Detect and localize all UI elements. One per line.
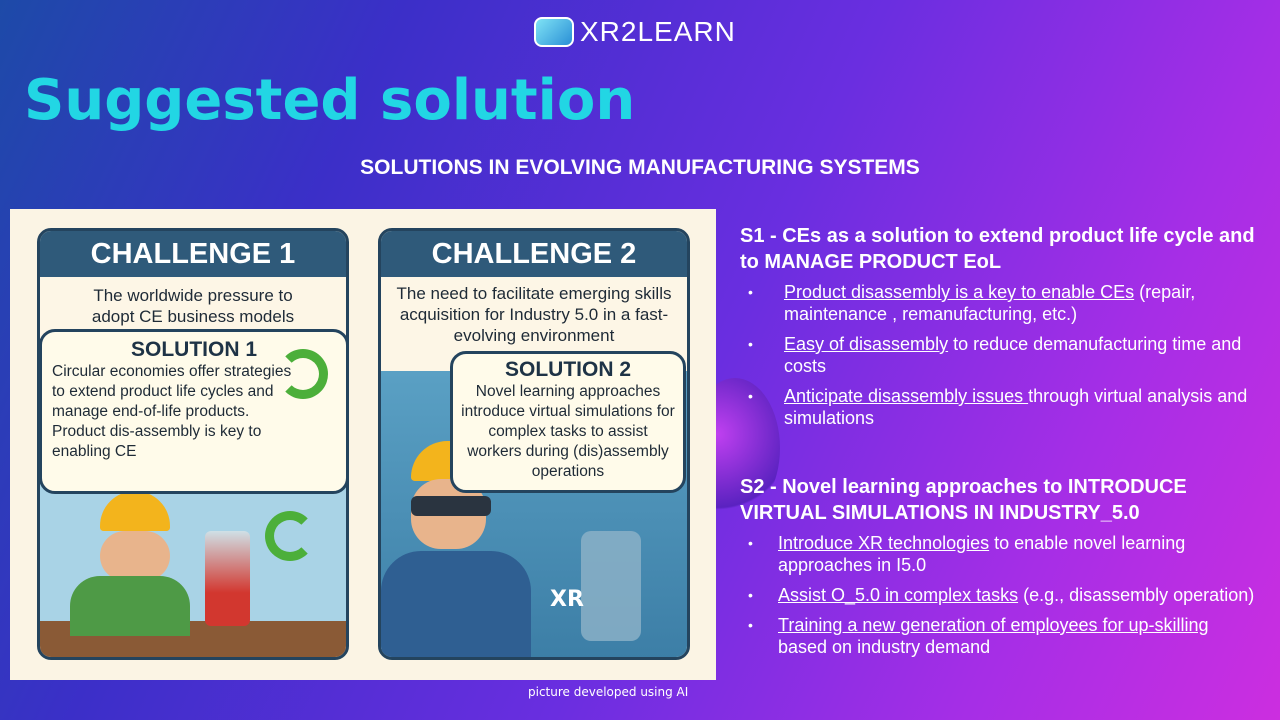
recycle-arrow-icon	[278, 349, 328, 399]
xr2learn-logo: XR2LEARN	[534, 16, 736, 48]
s1-bullet-text: through virtual analysis and simulations	[784, 386, 1248, 428]
s1-bullet-underlined: Anticipate disassembly issues	[784, 386, 1029, 406]
s1-bullet-text: (repair, maintenance , remanufacturing, …	[784, 282, 1196, 324]
s2-bullet: Training a new generation of employees f…	[740, 614, 1260, 658]
xr-label: XR	[550, 587, 584, 612]
s1-section: S1 - CEs as a solution to extend product…	[740, 223, 1260, 437]
solution-2-bubble: SOLUTION 2 Novel learning approaches int…	[450, 351, 686, 493]
worker-body	[70, 576, 190, 636]
blender-icon	[205, 531, 250, 626]
s2-heading: S2 - Novel learning approaches to INTROD…	[740, 476, 1187, 524]
s2-bullet-text: to enable novel learning approaches in I…	[778, 533, 1186, 575]
challenge-2-panel: CHALLENGE 2 The need to facilitate emerg…	[378, 228, 690, 660]
s1-bullet-underlined: Product disassembly is a key to enable C…	[784, 282, 1135, 302]
challenge-1-title: CHALLENGE 1	[40, 231, 346, 277]
s2-bullet-underlined: Introduce XR technologies	[778, 533, 990, 553]
s1-bullet-underlined: Easy of disassembly	[784, 334, 949, 354]
worker-face	[100, 531, 170, 581]
s1-bullet-text: to reduce demanufacturing time and costs	[784, 334, 1242, 376]
s1-heading: S1 - CEs as a solution to extend product…	[740, 225, 1255, 273]
s2-bullet: Introduce XR technologies to enable nove…	[740, 532, 1260, 576]
s1-bullet: Anticipate disassembly issues through vi…	[740, 385, 1260, 429]
solution-1-title: SOLUTION 1	[130, 338, 257, 361]
s2-bullet-underlined: Assist O_5.0 in complex tasks	[778, 585, 1019, 605]
s2-bullet-underlined: Training a new generation of employees f…	[778, 615, 1209, 635]
logo-icon	[534, 17, 574, 47]
challenge-2-text: The need to facilitate emerging skills a…	[396, 284, 672, 345]
page-title: Suggested solution	[24, 68, 636, 133]
s1-bullet: Product disassembly is a key to enable C…	[740, 281, 1260, 325]
s2-section: S2 - Novel learning approaches to INTROD…	[740, 474, 1260, 666]
solution-2-title: SOLUTION 2	[504, 358, 631, 381]
solution-2-text: Novel learning approaches introduce virt…	[461, 383, 675, 480]
challenge-2-title: CHALLENGE 2	[381, 231, 687, 277]
vr-goggles-icon	[411, 496, 491, 516]
robot-arm-icon	[581, 531, 641, 641]
s1-bullet: Easy of disassembly to reduce demanufact…	[740, 333, 1260, 377]
s2-bullet-text: based on industry demand	[778, 637, 991, 657]
ai-illustration: CHALLENGE 1 The worldwide pressure to ad…	[10, 209, 716, 680]
logo-text: XR2LEARN	[580, 16, 736, 47]
section-subtitle: SOLUTIONS IN EVOLVING MANUFACTURING SYST…	[360, 156, 920, 179]
solution-1-text: Circular economies offer strategies to e…	[52, 363, 292, 460]
worker-body	[381, 551, 531, 657]
picture-caption: picture developed using AI	[528, 685, 689, 699]
recycle-arrow-icon	[265, 511, 315, 561]
s2-bullet-text: (e.g., disassembly operation)	[1018, 585, 1255, 605]
s2-bullet: Assist O_5.0 in complex tasks (e.g., dis…	[740, 584, 1260, 606]
challenge-1-text: The worldwide pressure to adopt CE busin…	[91, 286, 295, 326]
